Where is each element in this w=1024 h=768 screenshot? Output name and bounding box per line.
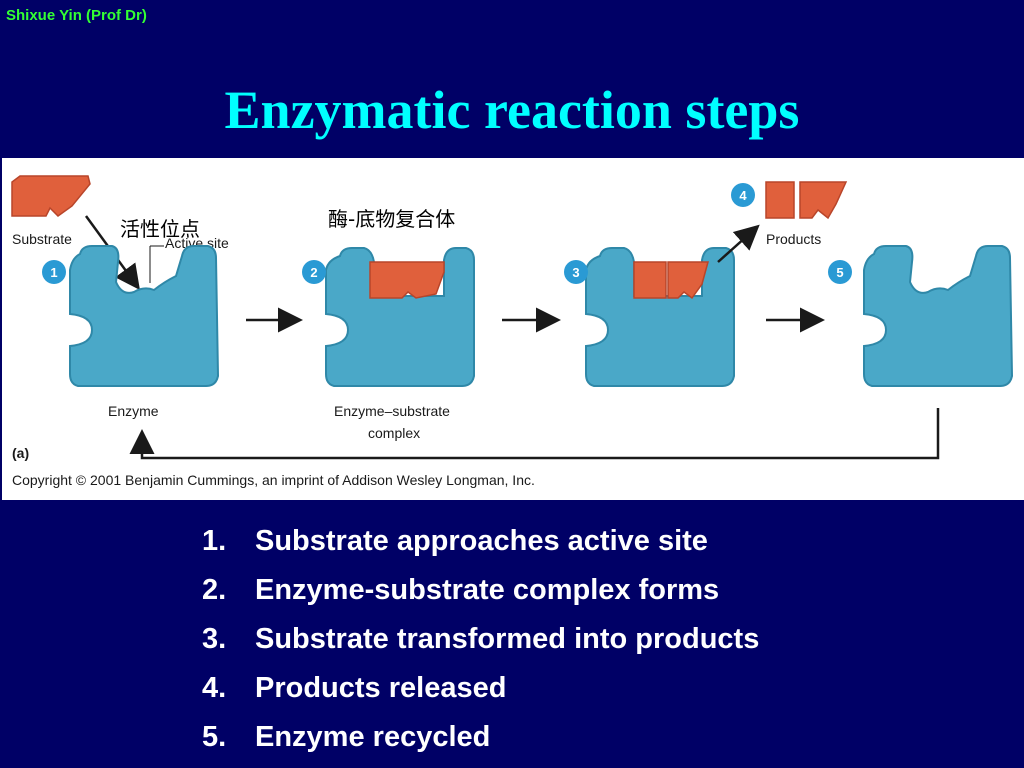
enzyme-label: Enzyme — [108, 403, 159, 419]
panel-label: (a) — [12, 445, 29, 461]
step-number: 4. — [202, 672, 227, 704]
step-item: 2. Enzyme-substrate complex forms — [202, 571, 759, 620]
slide-title: Enzymatic reaction steps — [224, 80, 800, 140]
step-badge-4 — [731, 183, 755, 207]
copyright-text: Copyright © 2001 Benjamin Cummings, an i… — [12, 472, 535, 488]
bound-substrate-shape — [369, 261, 445, 299]
step-text: Enzyme recycled — [255, 721, 491, 753]
step-badge-3 — [564, 260, 588, 284]
step-number: 3. — [202, 623, 227, 655]
step-badge-2-number: 2 — [310, 265, 317, 280]
author-label: Shixue Yin (Prof Dr) — [6, 7, 147, 24]
product-shape-a — [633, 261, 667, 299]
step-text: Substrate approaches active site — [255, 525, 708, 557]
recycle-arrow — [129, 408, 940, 460]
step-badge-1 — [42, 260, 66, 284]
step-number: 5. — [202, 721, 227, 753]
reaction-diagram: Substrate Active site 活性位点 1 Enzyme 2 酶-… — [11, 175, 1014, 488]
active-site-label: Active site — [165, 235, 229, 251]
step-badge-2 — [302, 260, 326, 284]
enzyme-shape-5 — [863, 245, 1014, 387]
complex-label-line2: complex — [368, 425, 420, 441]
substrate-label: Substrate — [12, 231, 72, 247]
step-text: Enzyme-substrate complex forms — [255, 574, 720, 606]
step-text: Products released — [255, 672, 507, 704]
step-badge-1-number: 1 — [50, 265, 57, 280]
step-number: 1. — [202, 525, 227, 557]
step-badge-3-number: 3 — [572, 265, 579, 280]
complex-label-line1: Enzyme–substrate — [334, 403, 450, 419]
step-number: 2. — [202, 574, 227, 606]
product-shape-b — [667, 261, 709, 300]
steps-list: 1. Substrate approaches active site 2. Enz… — [202, 522, 759, 767]
released-product-b — [799, 181, 848, 220]
step-item: 1. Substrate approaches active site — [202, 522, 759, 571]
step-text: Substrate transformed into products — [255, 623, 760, 655]
products-label: Products — [766, 231, 821, 247]
enzyme-shape-3 — [585, 247, 735, 387]
step-item: 3. Substrate transformed into products — [202, 620, 759, 669]
step-badge-5-number: 5 — [836, 265, 843, 280]
substrate-shape — [11, 175, 91, 217]
active-site-cn-label: 活性位点 — [120, 217, 200, 241]
enzyme-shape-1 — [69, 245, 220, 387]
step-item: 4. Products released — [202, 669, 759, 718]
step-badge-5 — [828, 260, 852, 284]
step-item: 5. Enzyme recycled — [202, 718, 759, 767]
complex-cn-label: 酶-底物复合体 — [328, 207, 455, 231]
enzyme-shape-2 — [325, 247, 475, 387]
enzyme-reaction-figure: Substrate Active site 活性位点 1 Enzyme 2 酶-… — [2, 158, 1024, 500]
released-product-a — [765, 181, 795, 219]
step-badge-4-number: 4 — [739, 188, 747, 203]
